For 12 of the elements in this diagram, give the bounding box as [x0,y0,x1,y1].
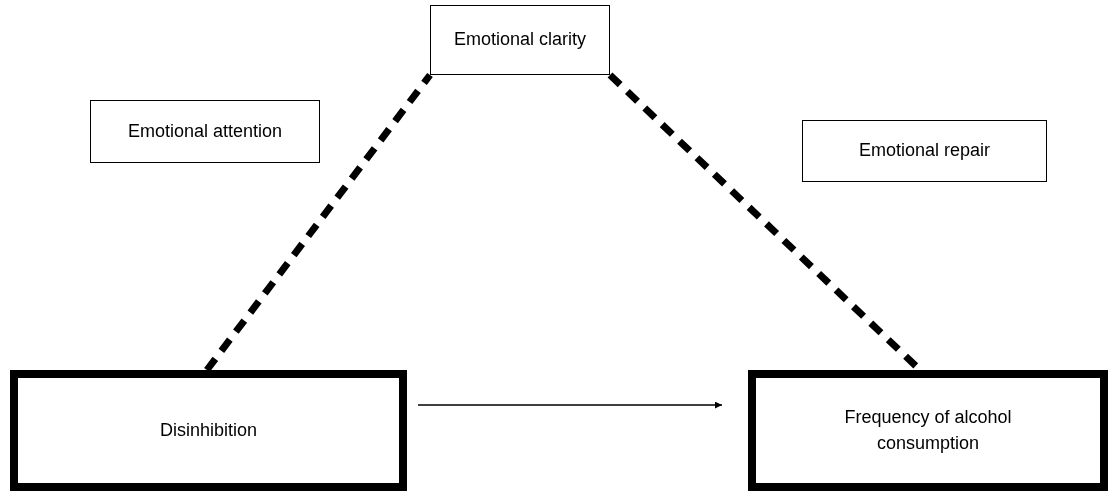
box-label: Frequency of alcohol consumption [843,406,1013,455]
text-box [90,100,320,163]
box-label: Emotional repair [858,139,991,163]
box-label: Disinhibition [159,418,258,442]
arrow [417,401,723,409]
dashed-line [204,72,433,373]
text-box [802,120,1047,182]
text-box [748,370,1108,491]
box-label: Emotional clarity [453,28,586,52]
text-box [430,5,610,75]
box-label: Emotional attention [127,119,283,143]
text-box [10,370,407,491]
